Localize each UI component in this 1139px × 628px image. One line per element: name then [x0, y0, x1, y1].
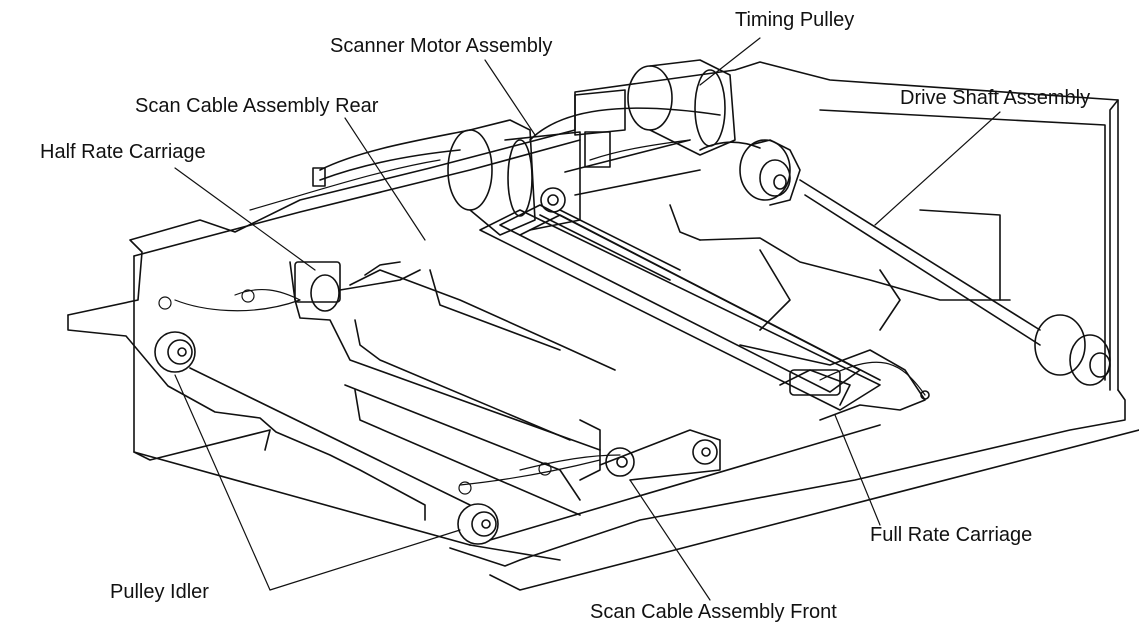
scan-cables	[158, 139, 926, 495]
half-rate-carriage-shape	[289, 261, 616, 516]
label-timing-pulley: Timing Pulley	[735, 9, 855, 31]
label-scan-cable-assembly-front: Scan Cable Assembly Front	[590, 601, 837, 623]
label-drive-shaft-assembly: Drive Shaft Assembly	[900, 87, 1091, 109]
label-pulley-idler: Pulley Idler	[110, 581, 209, 603]
front-cable-pulleys	[579, 419, 721, 481]
label-half-rate-carriage: Half Rate Carriage	[40, 141, 206, 163]
scanner-frame	[67, 61, 1139, 591]
leader-lines	[174, 37, 1001, 601]
pulley-idler-shapes	[154, 331, 881, 545]
label-scan-cable-assembly-rear: Scan Cable Assembly Rear	[135, 95, 379, 117]
label-full-rate-carriage: Full Rate Carriage	[870, 524, 1033, 546]
label-scanner-motor-assembly: Scanner Motor Assembly	[330, 35, 553, 57]
full-rate-carriage-shape	[479, 204, 930, 421]
timing-pulley-shape	[574, 59, 736, 156]
drive-shaft-shape	[529, 107, 1111, 386]
